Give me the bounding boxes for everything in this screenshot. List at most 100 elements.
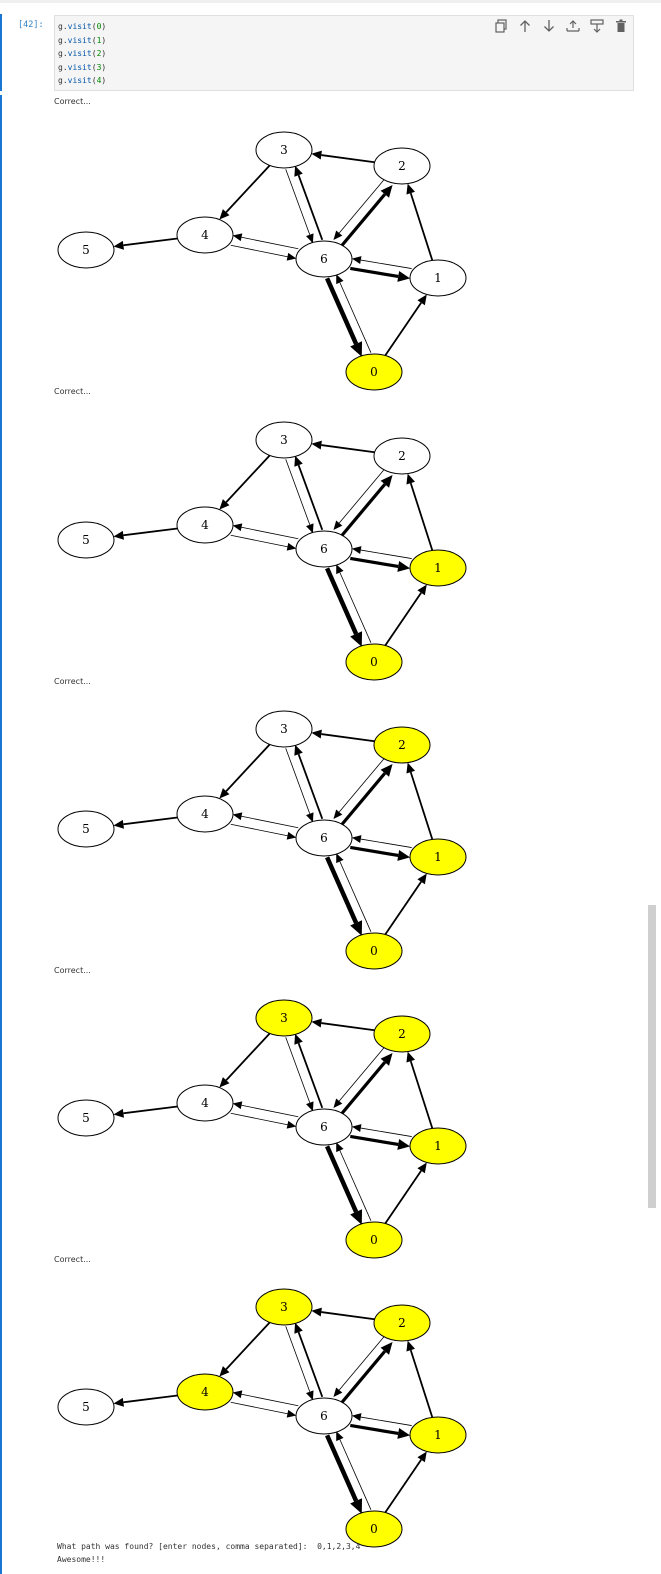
node-ellipse bbox=[57, 810, 115, 848]
move-up-icon[interactable] bbox=[517, 18, 533, 34]
node-ellipse bbox=[176, 216, 234, 254]
edge-arrowhead bbox=[336, 1142, 344, 1153]
edge-line bbox=[339, 483, 387, 538]
graph-node-5: 5 bbox=[57, 231, 115, 269]
node-ellipse bbox=[345, 643, 403, 681]
edge-arrowhead bbox=[219, 1077, 230, 1088]
edge-arrowhead bbox=[350, 1209, 363, 1225]
graph-node-1: 1 bbox=[409, 838, 467, 876]
edge-arrowhead bbox=[406, 1051, 416, 1063]
graph-edge bbox=[333, 1335, 386, 1397]
graph-edge bbox=[285, 1326, 314, 1401]
node-label: 6 bbox=[320, 252, 328, 266]
edge-line bbox=[225, 1321, 271, 1370]
edge-arrowhead bbox=[286, 1120, 297, 1129]
graph-node-0: 0 bbox=[345, 932, 403, 970]
edge-arrowhead bbox=[350, 631, 363, 647]
edge-arrowhead bbox=[219, 209, 230, 220]
edge-line bbox=[339, 1350, 387, 1405]
edge-line bbox=[350, 845, 399, 858]
edge-line bbox=[339, 193, 387, 248]
edge-line bbox=[384, 881, 422, 936]
edge-arrowhead bbox=[219, 1366, 230, 1377]
code-paren: ) bbox=[101, 35, 107, 45]
graph-edge bbox=[350, 1134, 411, 1150]
node-label: 3 bbox=[280, 722, 288, 736]
graph-edge bbox=[230, 244, 297, 261]
code-paren: ( bbox=[91, 22, 97, 31]
edge-arrowhead bbox=[286, 831, 297, 840]
node-label: 1 bbox=[434, 561, 442, 575]
status-text: Correct... bbox=[54, 1255, 91, 1264]
edge-arrowhead bbox=[232, 233, 243, 242]
edge-arrowhead bbox=[294, 1322, 303, 1334]
input-value[interactable]: 0,1,2,3,4 bbox=[317, 1542, 361, 1551]
edge-arrowhead bbox=[351, 1413, 362, 1422]
code-paren: ( bbox=[91, 76, 97, 86]
edge-line bbox=[339, 282, 372, 353]
active-cell-indicator[interactable] bbox=[0, 14, 2, 91]
node-ellipse bbox=[57, 521, 115, 559]
code-function: visit bbox=[67, 49, 92, 59]
edge-line bbox=[225, 454, 271, 503]
graph-edge bbox=[336, 564, 372, 643]
edge-arrowhead bbox=[311, 150, 322, 160]
node-label: 2 bbox=[398, 449, 406, 463]
graph-edge bbox=[333, 757, 386, 819]
node-ellipse bbox=[176, 506, 234, 544]
edge-arrowhead bbox=[406, 762, 416, 774]
delete-icon[interactable] bbox=[613, 18, 629, 34]
graph-edge bbox=[230, 1401, 297, 1418]
graph-edge bbox=[384, 294, 427, 357]
node-label: 3 bbox=[280, 1011, 288, 1025]
code-argument: 1 bbox=[96, 35, 102, 45]
node-ellipse bbox=[255, 999, 313, 1037]
insert-below-icon[interactable] bbox=[589, 18, 605, 34]
edge-line bbox=[225, 164, 271, 213]
graph-edge bbox=[384, 873, 427, 936]
edge-arrowhead bbox=[351, 256, 362, 265]
code-paren: ) bbox=[101, 49, 107, 59]
node-ellipse bbox=[57, 1099, 115, 1137]
edge-arrowhead bbox=[286, 252, 297, 261]
edge-line bbox=[338, 1335, 386, 1391]
scrollbar-thumb[interactable] bbox=[648, 905, 656, 1208]
edge-line bbox=[360, 838, 412, 848]
graph-edge bbox=[350, 1423, 411, 1439]
node-ellipse bbox=[255, 710, 313, 748]
code-object: g bbox=[58, 22, 63, 31]
duplicate-icon[interactable] bbox=[493, 18, 509, 34]
graph-edge bbox=[336, 1431, 372, 1510]
graph-edge bbox=[294, 165, 324, 241]
edge-line bbox=[321, 444, 375, 454]
output-collapser[interactable] bbox=[0, 95, 2, 1574]
edge-line bbox=[297, 753, 324, 820]
graph-edge bbox=[336, 1142, 372, 1221]
code-paren: ) bbox=[101, 22, 107, 31]
graph-edge bbox=[325, 856, 363, 936]
edge-line bbox=[241, 236, 299, 250]
node-label: 3 bbox=[280, 433, 288, 447]
edge-arrowhead bbox=[417, 294, 427, 306]
edge-arrowhead bbox=[311, 440, 322, 450]
graph-edge bbox=[311, 729, 375, 743]
edge-arrowhead bbox=[380, 475, 393, 488]
node-ellipse bbox=[295, 1108, 353, 1146]
code-block[interactable]: g.visit(0)g.visit(1)g.visit(2)g.visit(3)… bbox=[58, 20, 106, 88]
code-editor[interactable]: g.visit(0)g.visit(1)g.visit(2)g.visit(3)… bbox=[54, 15, 634, 91]
node-ellipse bbox=[176, 1084, 234, 1122]
code-line: g.visit(3) bbox=[58, 61, 106, 75]
graph-edge bbox=[294, 744, 324, 820]
edge-arrowhead bbox=[113, 1397, 124, 1407]
insert-above-icon[interactable] bbox=[565, 18, 581, 34]
code-object: g bbox=[58, 62, 63, 72]
status-text: Correct... bbox=[54, 677, 91, 686]
node-label: 2 bbox=[398, 1316, 406, 1330]
move-down-icon[interactable] bbox=[541, 18, 557, 34]
graph-node-3: 3 bbox=[255, 131, 313, 169]
graph-edge bbox=[285, 169, 314, 244]
node-label: 2 bbox=[398, 159, 406, 173]
code-line: g.visit(2) bbox=[58, 47, 106, 61]
